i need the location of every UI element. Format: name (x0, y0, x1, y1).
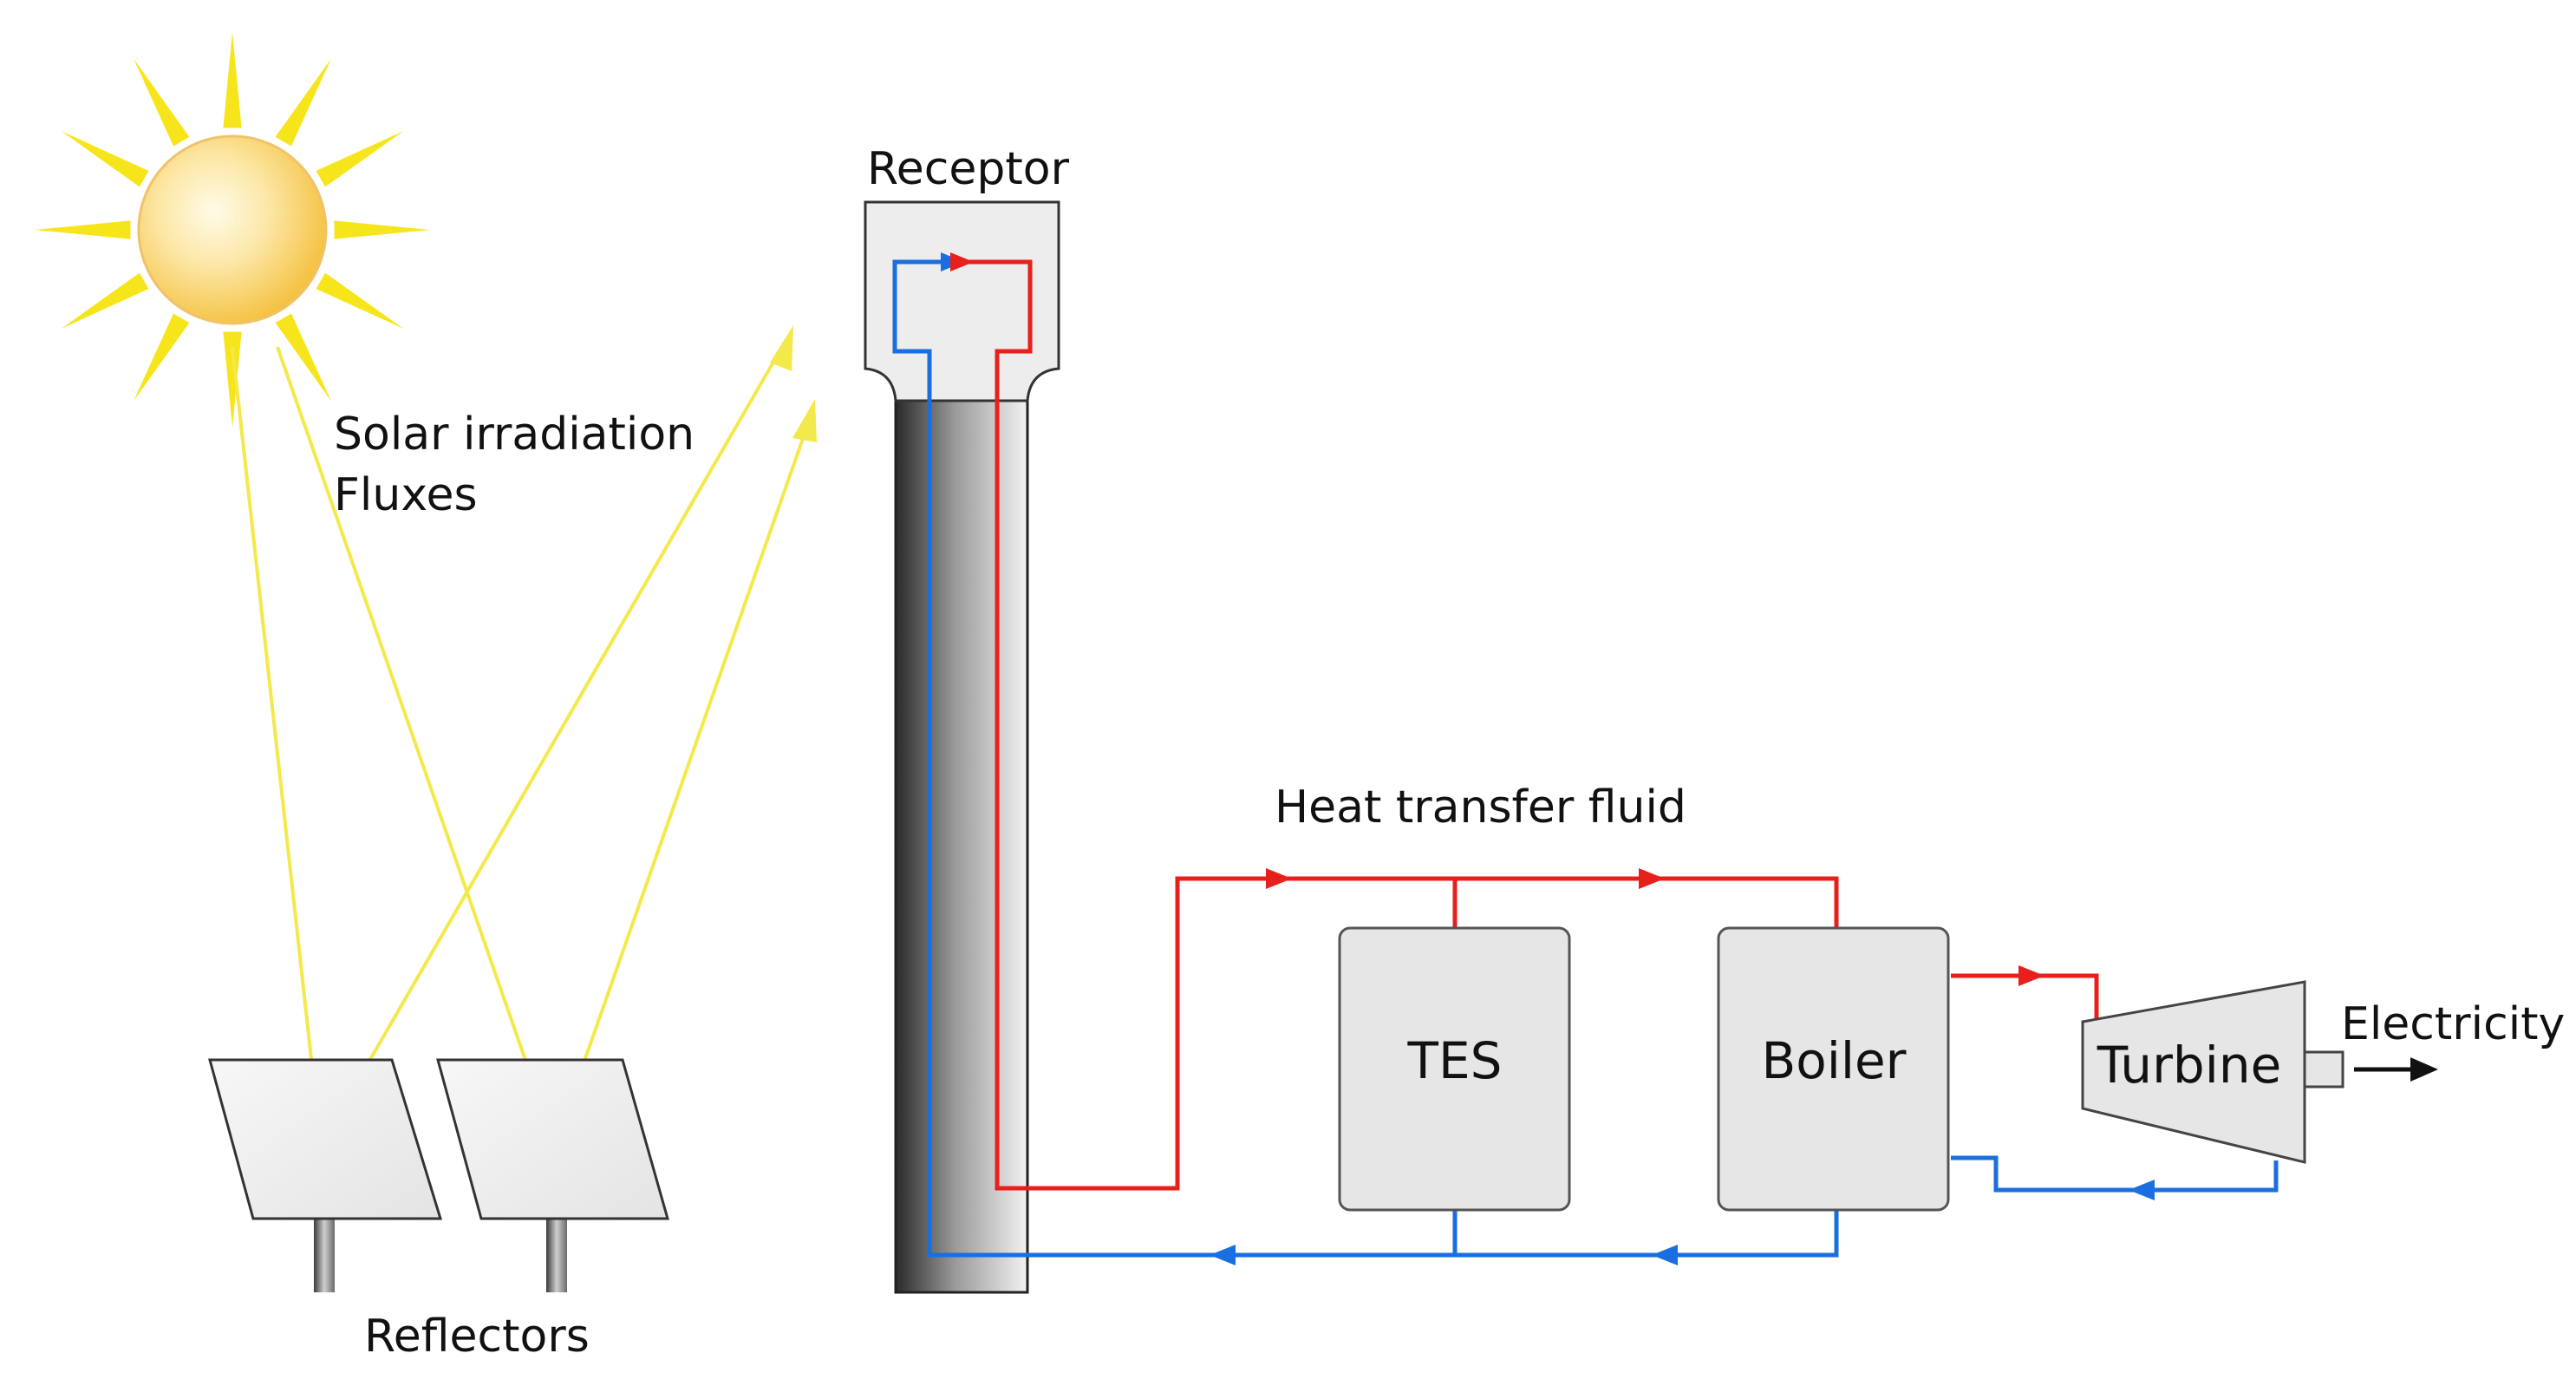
hot-arrowhead (2018, 965, 2044, 986)
reflector-post-icon (314, 1210, 335, 1292)
boiler-label: Boiler (1761, 1031, 1906, 1090)
turbine-shaft (2303, 1050, 2344, 1089)
reflectors-label: Reflectors (364, 1311, 590, 1363)
cold-arrowhead (1210, 1245, 1236, 1265)
electricity-arrow-icon (2354, 1057, 2438, 1082)
cold-arrowhead (2129, 1180, 2155, 1200)
cold-arrowhead (1652, 1245, 1678, 1265)
tes-label: TES (1407, 1031, 1503, 1090)
sun-disc (137, 134, 328, 325)
hot-fluid-line (952, 259, 2099, 1191)
tower-icon (864, 200, 1060, 1294)
sun-ray (61, 131, 149, 187)
sun-ray (35, 220, 131, 239)
sun-ray (316, 272, 404, 329)
reflected-ray-1 (319, 341, 786, 1147)
receptor-label: Receptor (867, 143, 1070, 195)
hot-arrowhead (1639, 868, 1665, 889)
turbine-icon (2081, 980, 2344, 1164)
cold-fluid-line (892, 259, 2279, 1258)
reflected-ray-2 (553, 415, 812, 1146)
hot-arrowhead (950, 252, 974, 271)
reflector-post-icon (546, 1210, 567, 1292)
electricity-label: Electricity (2341, 998, 2565, 1050)
light-rays (231, 341, 812, 1147)
incoming-ray-2 (276, 346, 557, 1146)
heat-transfer-fluid-label: Heat transfer fluid (1275, 781, 1686, 834)
sun-ray (134, 58, 190, 147)
reflected-ray-1-arrowhead (770, 325, 793, 371)
sun-ray (61, 272, 149, 329)
sun-ray (275, 313, 331, 402)
sun-ray (334, 220, 430, 239)
reflector-panel-icon (436, 1058, 669, 1220)
reflector-right (436, 1058, 669, 1292)
sun-rays (35, 32, 430, 428)
sun-ray (275, 58, 331, 147)
tes-box (1338, 926, 1571, 1212)
reflector-left (208, 1058, 443, 1292)
reflected-ray-2-arrowhead (792, 399, 817, 442)
turbine-body (2081, 980, 2306, 1164)
sun-ray (134, 313, 190, 402)
hot-arrowhead (1266, 868, 1292, 889)
incoming-ray-1 (231, 346, 323, 1146)
reflector-panel-icon (208, 1058, 443, 1220)
turbine-label: Turbine (2097, 1036, 2282, 1095)
solar-irradiation-label: Solar irradiation (334, 409, 695, 461)
fluxes-label: Fluxes (334, 469, 478, 521)
boiler-box (1717, 926, 1950, 1212)
sun-ray (223, 331, 242, 428)
sun-ray (223, 32, 242, 128)
sun-icon (35, 32, 430, 428)
sun-ray (316, 131, 404, 187)
tower-body (894, 393, 1029, 1294)
